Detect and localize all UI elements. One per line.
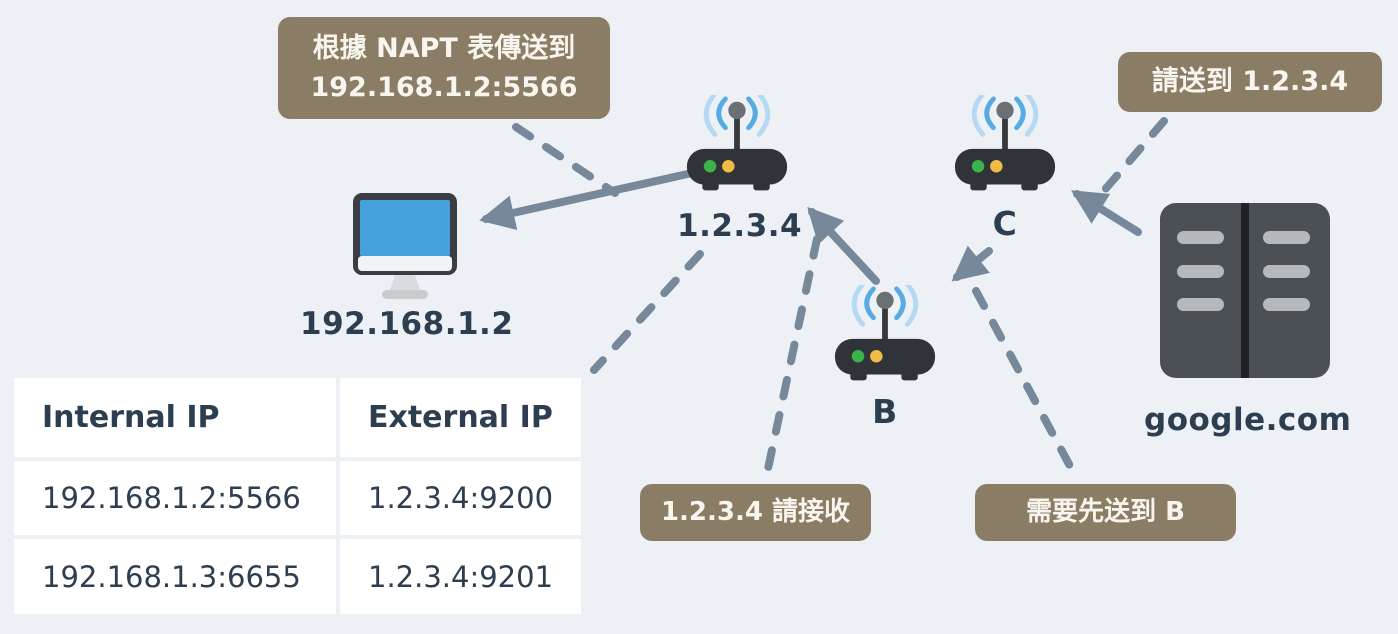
table-cell-external-2: 1.2.3.4:9201 <box>340 539 581 614</box>
callout-napt-line2: 192.168.1.2:5566 <box>310 72 578 103</box>
table-cell-internal-2: 192.168.1.3:6655 <box>14 539 336 614</box>
arrow-c-to-b <box>951 245 993 282</box>
callout-via-b: 需要先送到 B <box>975 484 1236 541</box>
wifi-router-icon-c <box>954 95 1056 191</box>
callout-napt-line1: 根據 NAPT 表傳送到 <box>312 32 576 64</box>
connector-send-to-callout <box>1098 117 1168 197</box>
connector-napt-callout <box>512 123 619 197</box>
callout-receive: 1.2.3.4 請接收 <box>640 484 871 541</box>
napt-table: Internal IP External IP 192.168.1.2:5566… <box>14 378 581 614</box>
connector-receive-callout <box>762 235 821 482</box>
router-c-label: C <box>992 204 1018 243</box>
callout-via-b-text: 需要先送到 B <box>1026 496 1185 527</box>
wifi-router-icon-main <box>686 95 788 191</box>
table-cell-external-1: 1.2.3.4:9200 <box>340 461 581 535</box>
router-main-label: 1.2.3.4 <box>677 208 803 244</box>
table-cell-internal-1: 192.168.1.2:5566 <box>14 461 336 535</box>
desktop-computer-icon <box>353 193 457 299</box>
arrow-router-to-computer <box>479 169 696 231</box>
callout-napt-table: 根據 NAPT 表傳送到 192.168.1.2:5566 <box>278 17 610 119</box>
callout-send-to-text: 請送到 1.2.3.4 <box>1151 66 1349 98</box>
connector-via-b-callout <box>972 287 1074 470</box>
table-header-external-ip: External IP <box>340 378 581 457</box>
server-icon <box>1160 203 1330 378</box>
table-header-internal-ip: Internal IP <box>14 378 336 457</box>
server-domain-label: google.com <box>1144 402 1352 438</box>
arrow-server-to-c <box>1071 190 1142 236</box>
router-b-label: B <box>872 392 898 431</box>
computer-ip-label: 192.168.1.2 <box>300 306 514 342</box>
wifi-router-icon-b <box>834 285 936 381</box>
connector-router-to-table <box>590 250 704 374</box>
callout-receive-text: 1.2.3.4 請接收 <box>660 496 851 527</box>
arrow-b-to-router <box>807 206 880 285</box>
callout-send-to: 請送到 1.2.3.4 <box>1118 52 1382 112</box>
